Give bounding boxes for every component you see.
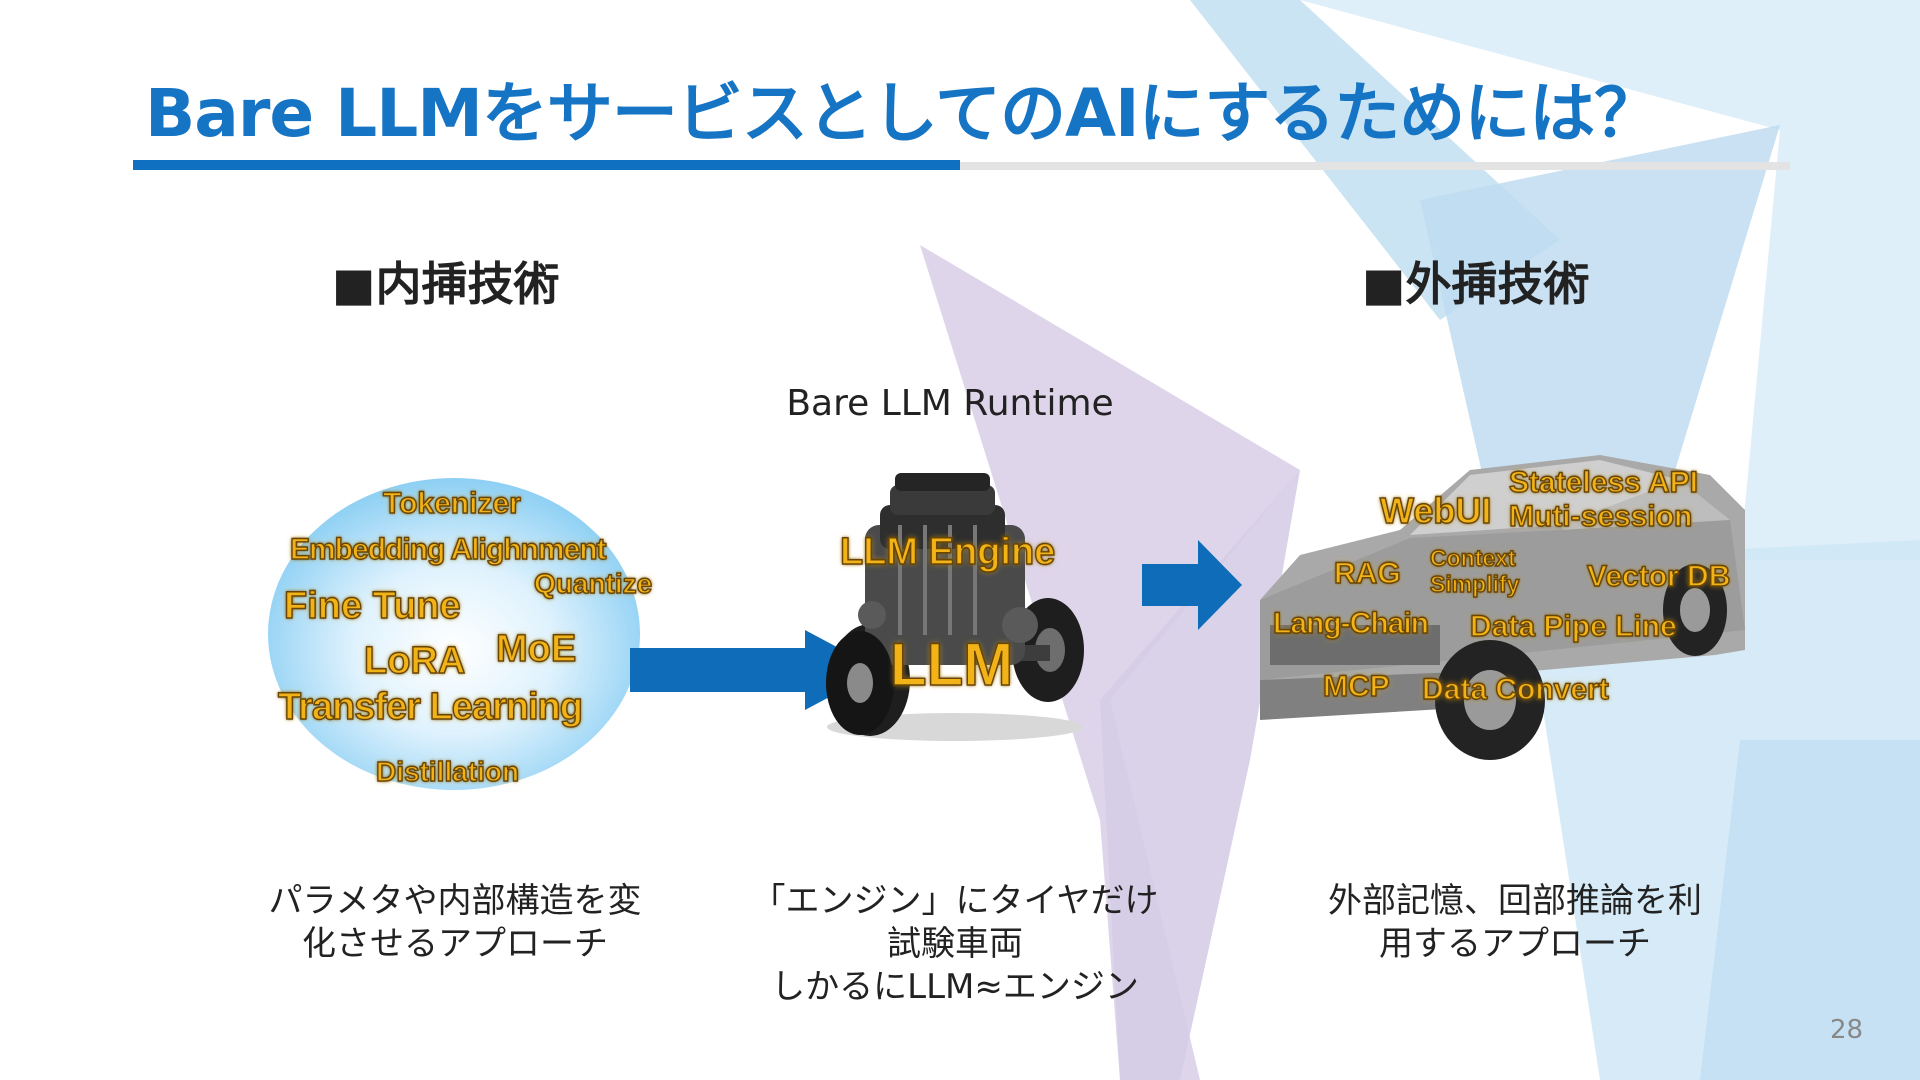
- center-caption-line3: しかるにLLM≈エンジン: [771, 967, 1139, 1007]
- arrow-right-icon: [630, 630, 880, 710]
- term-lora: LoRA: [363, 639, 466, 682]
- title-underline: [960, 162, 1790, 170]
- term-tokenizer: Tokenizer: [382, 486, 521, 520]
- page-number: 28: [1830, 1015, 1864, 1045]
- slide-title: Bare LLMをサービスとしてのAIにするためには？: [145, 75, 1660, 152]
- term-moe: MoE: [495, 627, 577, 670]
- left-heading: ■内挿技術: [332, 257, 560, 311]
- term-transfer-learning: Transfer Learning: [277, 685, 583, 728]
- right-caption: 外部記憶、回部推論を利 用するアプローチ: [1285, 880, 1745, 966]
- term-fine-tune: Fine Tune: [283, 584, 461, 627]
- term-data-pipe-line: Data Pipe Line: [1469, 609, 1677, 643]
- term-simplify: Simplify: [1429, 570, 1520, 597]
- term-distillation: Distillation: [375, 755, 520, 787]
- right-caption-line2: 用するアプローチ: [1379, 924, 1651, 964]
- term-quantize: Quantize: [533, 567, 653, 599]
- techniques-bubble: [268, 478, 640, 790]
- term-lang-chain: Lang-Chain: [1272, 606, 1429, 640]
- term-muti-session: Muti-session: [1508, 499, 1693, 533]
- center-caption-line1: 「エンジン」にタイヤだけ: [751, 881, 1159, 921]
- arrow-right-icon-2: [1142, 540, 1242, 630]
- llm-label: LLM: [889, 630, 1014, 698]
- term-data-convert: Data Convert: [1421, 672, 1609, 706]
- right-heading: ■外挿技術: [1362, 257, 1590, 311]
- term-webui: WebUI: [1379, 489, 1492, 531]
- term-stateless-api: Stateless API: [1508, 465, 1698, 499]
- runtime-label: Bare LLM Runtime: [786, 383, 1114, 424]
- car-illustration: [1260, 455, 1745, 760]
- bubble-shape: [268, 478, 640, 790]
- term-context: Context: [1429, 544, 1516, 571]
- title-underline-accent: [133, 160, 960, 170]
- term-rag: RAG: [1333, 556, 1401, 590]
- right-caption-line1: 外部記憶、回部推論を利: [1328, 881, 1702, 921]
- engine-label: LLM Engine: [839, 530, 1056, 573]
- engine-illustration: [826, 473, 1084, 741]
- term-embedding-alignment: Embedding Alighnment: [289, 532, 607, 566]
- term-vector-db: Vector DB: [1586, 559, 1731, 593]
- left-caption-line1: パラメタや内部構造を変: [268, 881, 642, 921]
- center-caption-line2: 試験車両: [887, 924, 1023, 964]
- left-caption-line2: 化させるアプローチ: [302, 924, 608, 964]
- center-caption: 「エンジン」にタイヤだけ 試験車両 しかるにLLM≈エンジン: [715, 880, 1195, 1009]
- left-caption: パラメタや内部構造を変 化させるアプローチ: [225, 880, 685, 966]
- term-mcp: MCP: [1322, 669, 1390, 703]
